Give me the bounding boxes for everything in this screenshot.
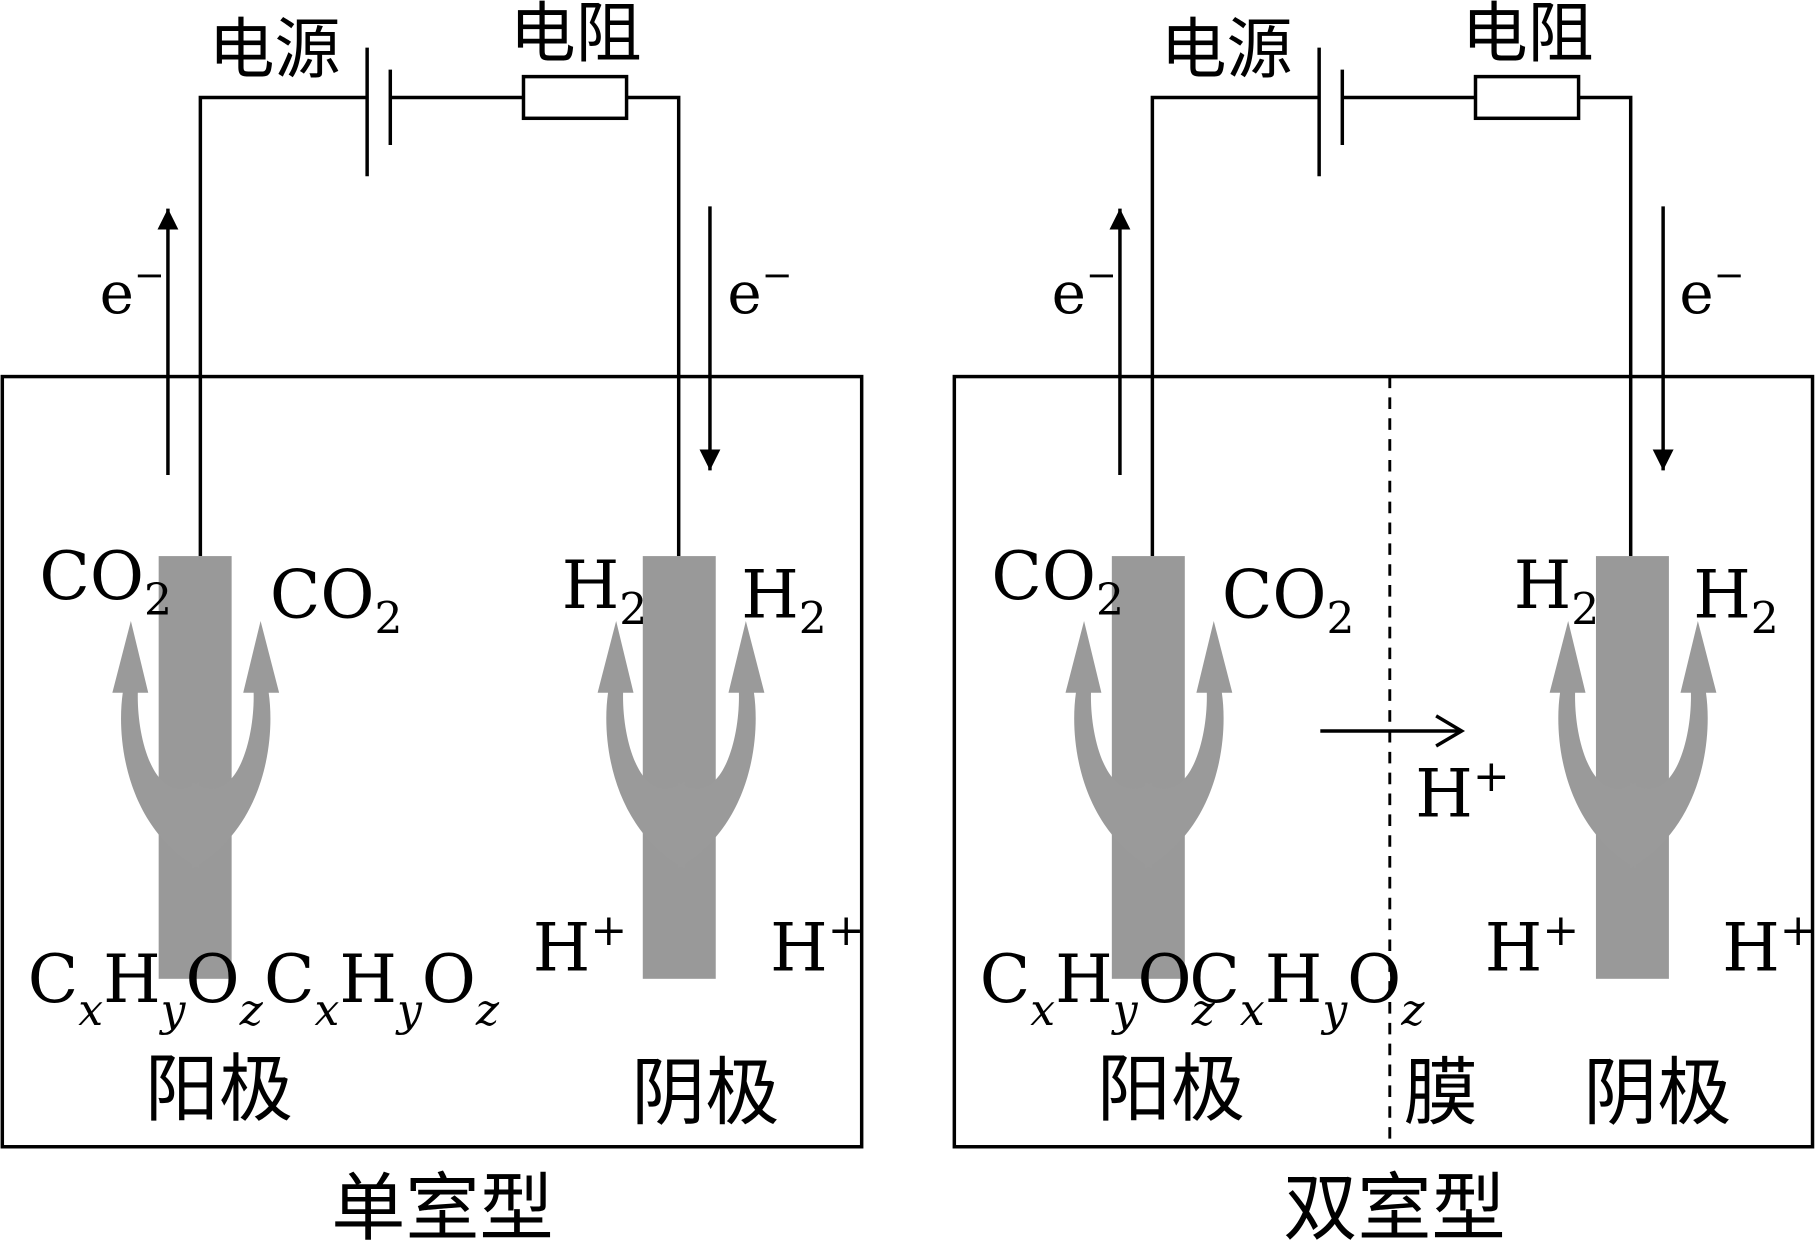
anode-label: 阳极 bbox=[145, 1046, 293, 1132]
anode-product-right: CO2 bbox=[270, 556, 403, 644]
substrate-formula-right: CxHyOz bbox=[264, 941, 500, 1036]
substrate-formula-left: CxHyOz bbox=[980, 941, 1216, 1036]
resistor-icon bbox=[521, 74, 629, 121]
anode-label: 阳极 bbox=[1097, 1046, 1245, 1132]
cell-container bbox=[952, 374, 1815, 1149]
cathode-reactant-right: H+ bbox=[1722, 905, 1816, 986]
electron-label-left: e− bbox=[100, 253, 165, 326]
external-circuit bbox=[198, 47, 681, 557]
anode-electrode bbox=[158, 556, 232, 979]
panel-double-chamber: 电源 电阻 e− e− CO2 CO2 CxHyOz CxHyOz 阳极 H+ … bbox=[952, 0, 1816, 1250]
electron-label-right: e− bbox=[1679, 253, 1744, 326]
anode-product-left: CO2 bbox=[39, 538, 172, 626]
electron-label-right: e− bbox=[727, 253, 792, 326]
cathode-label: 阴极 bbox=[1583, 1050, 1731, 1136]
power-source-label: 电源 bbox=[1160, 11, 1292, 88]
substrate-formula-right: CxHyOz bbox=[1189, 941, 1425, 1036]
cathode-electrode bbox=[1595, 556, 1669, 979]
resistor-label: 电阻 bbox=[510, 0, 642, 72]
cathode-product-right: H2 bbox=[741, 556, 827, 644]
battery-icon bbox=[1317, 47, 1345, 177]
resistor-icon bbox=[1473, 74, 1581, 121]
panel-caption-double: 双室型 bbox=[1283, 1166, 1505, 1250]
proton-transfer-arrowhead bbox=[1435, 714, 1466, 748]
electron-label-left: e− bbox=[1052, 253, 1117, 326]
cathode-electrode bbox=[642, 556, 716, 979]
resistor-label: 电阻 bbox=[1462, 0, 1594, 72]
anode-product-right: CO2 bbox=[1222, 556, 1355, 644]
battery-icon bbox=[365, 47, 393, 177]
cathode-reactant-left: H+ bbox=[1485, 905, 1579, 986]
cathode-label: 阴极 bbox=[631, 1050, 779, 1136]
anode-electrode bbox=[1111, 556, 1185, 979]
cathode-reactant-left: H+ bbox=[533, 905, 627, 986]
cathode-product-left: H2 bbox=[1514, 547, 1600, 635]
panel-caption-single: 单室型 bbox=[331, 1166, 553, 1250]
membrane-label: 膜 bbox=[1404, 1050, 1478, 1136]
substrate-formula-left: CxHyOz bbox=[28, 941, 264, 1036]
power-source-label: 电源 bbox=[208, 11, 340, 88]
cell-container bbox=[0, 374, 864, 1149]
cathode-product-left: H2 bbox=[562, 547, 648, 635]
cathode-product-right: H2 bbox=[1693, 556, 1779, 644]
membrane-ion-label: H+ bbox=[1415, 751, 1509, 832]
cathode-reactant-right: H+ bbox=[770, 905, 864, 986]
external-circuit bbox=[1150, 47, 1633, 557]
anode-product-left: CO2 bbox=[991, 538, 1124, 626]
panel-single-chamber: 电源 电阻 e− e− CO2 CO2 CxHyOz CxHyOz 阳极 H2 … bbox=[0, 0, 865, 1250]
